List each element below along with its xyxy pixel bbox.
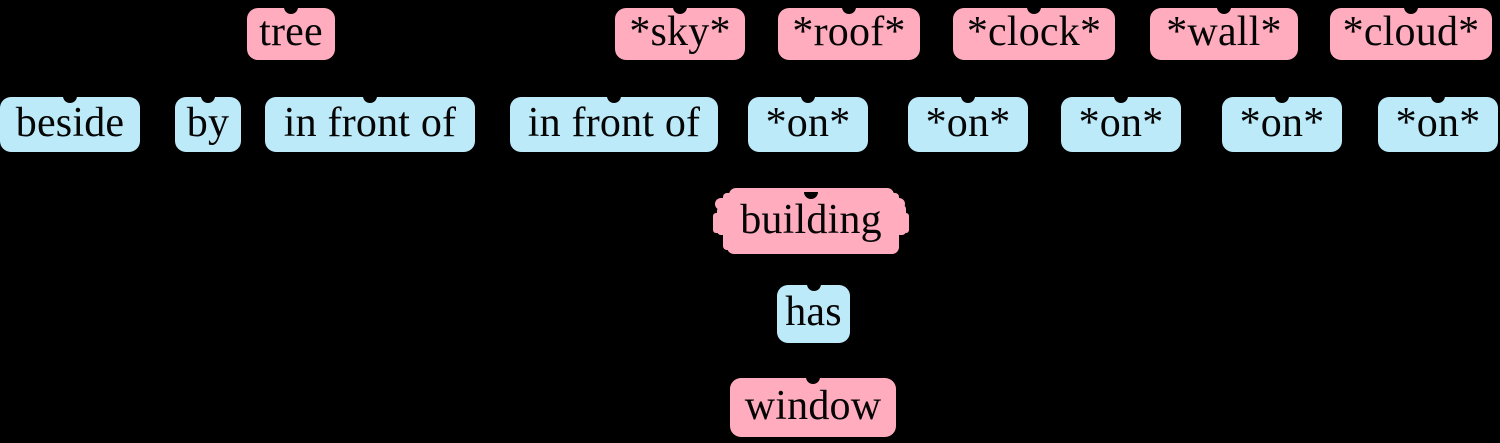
predicate-token-on[interactable]: *on* — [748, 97, 868, 152]
predicate-token-on[interactable]: *on* — [1378, 97, 1498, 152]
token-label: *on* — [1395, 99, 1481, 146]
predicate-token-beside[interactable]: beside — [0, 97, 140, 152]
token-label: *cloud* — [1342, 9, 1480, 55]
object-token-tree[interactable]: tree — [247, 8, 335, 60]
token-label: *on* — [925, 99, 1011, 146]
token-label: *roof* — [792, 9, 906, 55]
predicate-token-has[interactable]: has — [777, 285, 850, 343]
object-token-window[interactable]: window — [730, 378, 896, 437]
token-label: *on* — [1239, 99, 1325, 146]
object-token-cloud[interactable]: *cloud* — [1330, 8, 1492, 60]
token-label: window — [744, 382, 882, 429]
token-label: tree — [259, 9, 323, 55]
predicate-token-in-front-of[interactable]: in front of — [510, 97, 718, 152]
token-label: in front of — [527, 99, 701, 146]
token-label: has — [785, 289, 842, 335]
predicate-token-on[interactable]: *on* — [1061, 97, 1181, 152]
predicate-token-on[interactable]: *on* — [908, 97, 1028, 152]
token-label: *on* — [1078, 99, 1164, 146]
predicate-token-in-front-of[interactable]: in front of — [265, 97, 475, 152]
token-label: in front of — [283, 99, 457, 146]
object-token-roof[interactable]: *roof* — [778, 8, 920, 60]
token-label: beside — [15, 99, 125, 146]
token-label: *on* — [765, 99, 851, 146]
object-token-clock[interactable]: *clock* — [953, 8, 1115, 60]
object-token-sky[interactable]: *sky* — [615, 8, 745, 60]
token-label: *wall* — [1166, 9, 1282, 55]
object-token-building[interactable]: building — [713, 188, 909, 254]
token-label: *sky* — [629, 9, 731, 55]
object-token-wall[interactable]: *wall* — [1150, 8, 1298, 60]
token-label: by — [186, 99, 230, 146]
token-label: *clock* — [966, 9, 1102, 55]
predicate-token-on[interactable]: *on* — [1222, 97, 1342, 152]
marker-smear — [717, 207, 739, 235]
token-label: building — [740, 196, 882, 243]
predicate-token-by[interactable]: by — [175, 97, 241, 152]
